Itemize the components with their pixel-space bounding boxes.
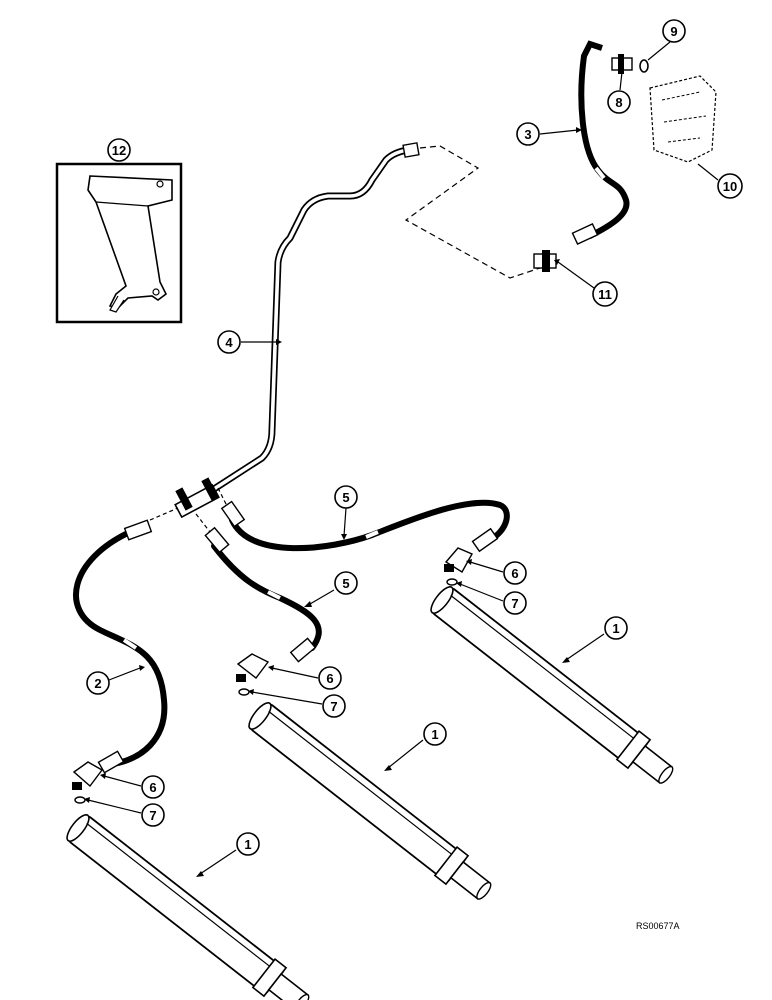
steel-tube-4 xyxy=(196,142,420,502)
o-ring-7-left xyxy=(74,796,86,804)
callout-1-left: 1 xyxy=(196,832,260,877)
hose-2 xyxy=(73,519,168,774)
svg-text:7: 7 xyxy=(330,699,337,714)
callout-7-right: 7 xyxy=(456,581,527,615)
svg-text:3: 3 xyxy=(524,127,531,142)
hose-5-upper xyxy=(220,499,510,553)
callout-7-left: 7 xyxy=(84,797,165,827)
svg-text:11: 11 xyxy=(598,287,612,302)
svg-text:2: 2 xyxy=(94,676,101,691)
svg-text:6: 6 xyxy=(326,671,333,686)
svg-text:4: 4 xyxy=(225,335,233,350)
callout-6-left: 6 xyxy=(100,773,165,799)
cylinder-1-right xyxy=(430,586,674,784)
hose-5-lower xyxy=(204,526,322,663)
dashed-connection-line xyxy=(404,145,541,279)
o-ring-7-middle xyxy=(238,688,250,696)
callout-4: 4 xyxy=(217,330,282,354)
callout-1-right: 1 xyxy=(562,616,628,663)
svg-text:6: 6 xyxy=(149,780,156,795)
elbow-6-middle xyxy=(236,653,270,682)
elbow-6-left xyxy=(72,761,104,790)
callout-3: 3 xyxy=(516,122,582,146)
svg-text:6: 6 xyxy=(511,566,518,581)
tee-fitting xyxy=(149,477,229,533)
cylinder-1-middle xyxy=(248,702,492,900)
cylinder-1-left xyxy=(66,814,310,1000)
adapter-8 xyxy=(611,54,633,74)
callout-12: 12 xyxy=(107,138,131,162)
o-ring-7-right xyxy=(446,578,458,586)
bracket-inset xyxy=(55,162,183,324)
reference-code: RS00677A xyxy=(636,921,680,931)
callout-7-middle: 7 xyxy=(248,689,346,718)
svg-text:7: 7 xyxy=(149,808,156,823)
elbow-6-right xyxy=(444,547,473,573)
o-ring-9 xyxy=(639,59,649,73)
svg-text:8: 8 xyxy=(615,95,622,110)
callout-10: 10 xyxy=(697,163,743,199)
callout-2: 2 xyxy=(86,665,145,695)
svg-text:5: 5 xyxy=(342,576,349,591)
callout-9: 9 xyxy=(647,19,686,61)
svg-text:1: 1 xyxy=(431,727,438,742)
svg-text:1: 1 xyxy=(244,837,251,852)
svg-text:9: 9 xyxy=(670,24,677,39)
callout-11: 11 xyxy=(554,259,618,307)
hose-3 xyxy=(571,40,630,246)
svg-text:12: 12 xyxy=(112,143,126,158)
callout-1-middle: 1 xyxy=(384,722,447,771)
svg-text:5: 5 xyxy=(342,490,349,505)
callout-8: 8 xyxy=(607,71,631,114)
callout-6-right: 6 xyxy=(466,559,527,585)
valve-block-10 xyxy=(649,75,717,163)
svg-text:7: 7 xyxy=(511,596,518,611)
callout-5-upper: 5 xyxy=(334,485,358,540)
svg-text:1: 1 xyxy=(612,621,619,636)
callout-6-middle: 6 xyxy=(268,665,342,690)
callout-5-lower: 5 xyxy=(304,571,358,607)
svg-text:10: 10 xyxy=(723,179,737,194)
